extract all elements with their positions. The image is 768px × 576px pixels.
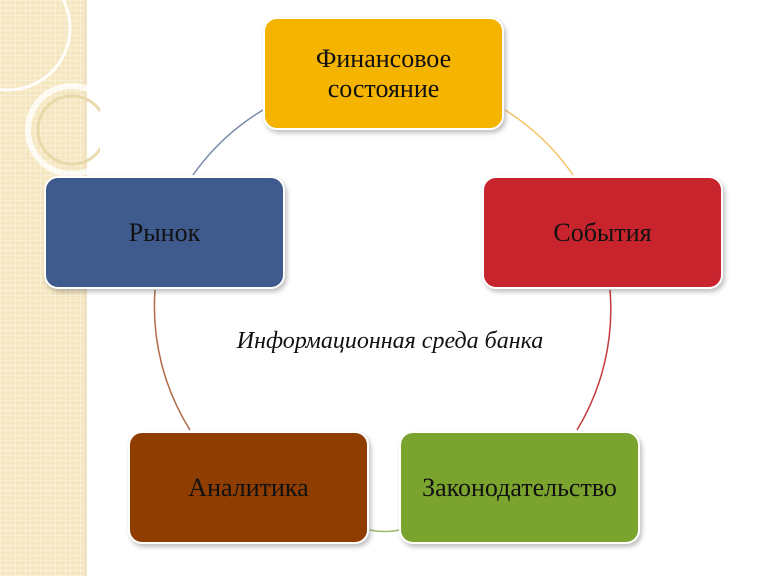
decorative-circles bbox=[0, 0, 100, 177]
connector-law-analytics bbox=[369, 529, 401, 533]
node-market-label: Рынок bbox=[128, 217, 201, 247]
node-finance: Финансовое состояние bbox=[263, 17, 504, 130]
node-events: События bbox=[482, 176, 723, 289]
connector-analytics-market bbox=[153, 289, 191, 431]
connector-market-finance bbox=[192, 109, 264, 176]
node-market: Рынок bbox=[44, 176, 285, 289]
node-analytics-label: Аналитика bbox=[188, 472, 309, 502]
connector-finance-events bbox=[504, 109, 574, 176]
node-analytics: Аналитика bbox=[128, 431, 369, 544]
node-events-label: События bbox=[553, 217, 652, 247]
node-law: Законодательство bbox=[399, 431, 640, 544]
node-finance-label: Финансовое состояние bbox=[315, 43, 452, 103]
center-label: Информационная среда банка bbox=[236, 328, 544, 354]
connector-events-law bbox=[576, 289, 612, 431]
node-law-label: Законодательство bbox=[422, 472, 617, 502]
